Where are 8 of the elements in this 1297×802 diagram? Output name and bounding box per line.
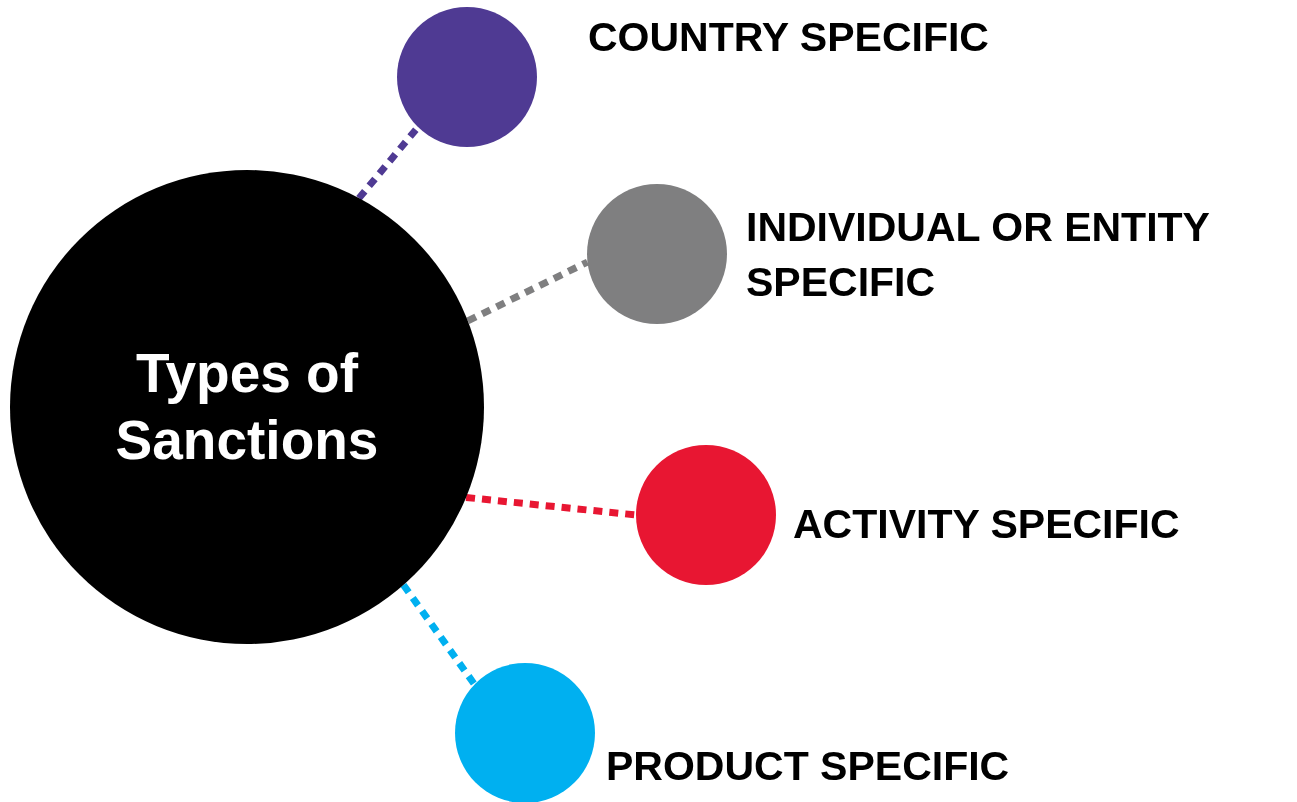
category-label: ACTIVITY SPECIFIC bbox=[793, 500, 1181, 549]
category-label: INDIVIDUAL OR ENTITY SPECIFIC bbox=[746, 203, 1211, 307]
dotted-connector bbox=[465, 493, 637, 519]
dotted-connector bbox=[466, 258, 589, 325]
dotted-connector bbox=[400, 582, 478, 687]
category-label: PRODUCT SPECIFIC bbox=[606, 742, 1011, 791]
hub-title: Types of Sanctions bbox=[114, 341, 380, 473]
category-label: COUNTRY SPECIFIC bbox=[588, 13, 990, 62]
